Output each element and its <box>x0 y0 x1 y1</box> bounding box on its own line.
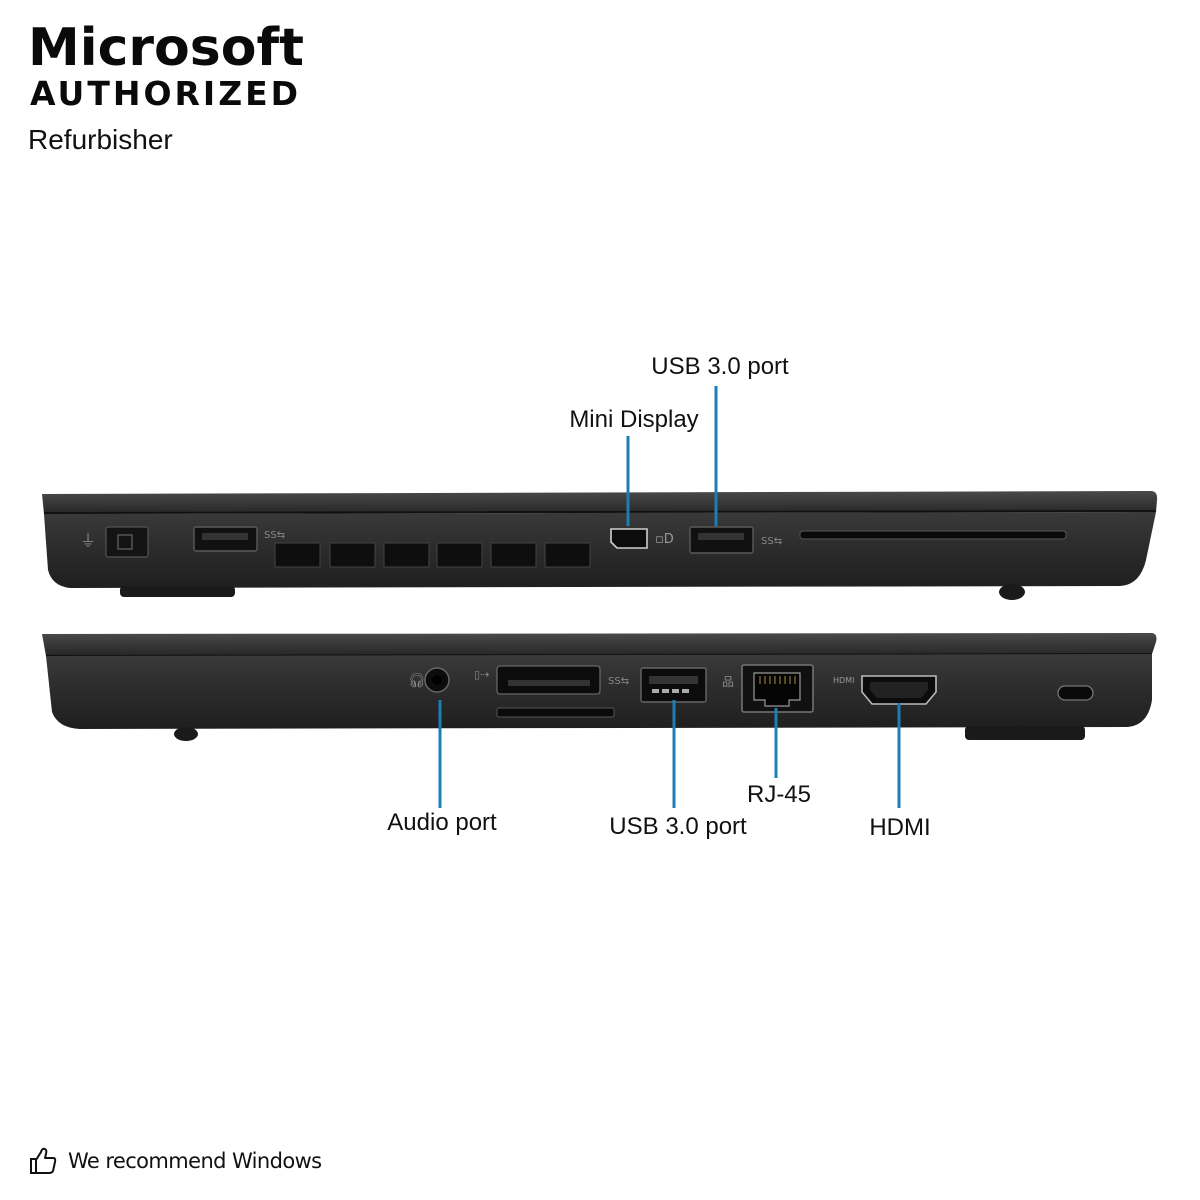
rj45-contacts <box>759 676 796 684</box>
superspeed-usb-icon: SS⇆ <box>761 536 782 547</box>
card-slot <box>799 530 1067 540</box>
foot <box>999 584 1025 600</box>
lid-top <box>42 633 1157 656</box>
card-slot <box>496 707 615 718</box>
hdmi-small-label: HDMI <box>833 676 854 685</box>
footer-recommendation: We recommend Windows <box>28 1146 322 1176</box>
security-lock-slot <box>1057 685 1094 701</box>
display-port-icon: ▫D <box>655 532 674 547</box>
callout-usb-top: USB 3.0 port <box>651 353 789 380</box>
network-icon: 品 <box>722 675 734 689</box>
mini-display-port <box>610 528 648 549</box>
usb-pins <box>652 689 689 693</box>
foot <box>965 726 1085 740</box>
callout-mini-display: Mini Display <box>569 406 699 433</box>
callout-hdmi: HDMI <box>869 814 931 841</box>
sd-card-icon: ▯⇢ <box>474 668 489 681</box>
foot <box>120 586 235 597</box>
badge-authorized: AUTHORIZED <box>30 74 302 113</box>
callout-rj45: RJ-45 <box>746 781 812 808</box>
power-symbol-icon: ⏚ <box>80 531 96 550</box>
callout-leader-lines <box>438 386 901 808</box>
lid-top <box>42 491 1158 514</box>
badge-subtitle: Refurbisher <box>28 124 173 155</box>
callout-usb-bottom: USB 3.0 port <box>609 813 747 840</box>
badge-brand: Microsoft <box>28 18 304 78</box>
foot <box>174 727 198 741</box>
thumbs-up-icon <box>30 1147 57 1174</box>
headset-icon: 🎧︎ <box>408 673 426 689</box>
power-jack <box>105 526 149 558</box>
footer-text: We recommend Windows <box>68 1149 322 1173</box>
usb-port <box>640 667 707 703</box>
superspeed-usb-icon: SS⇆ <box>608 676 629 687</box>
callout-audio: Audio port <box>387 809 497 836</box>
vent-grille <box>274 542 591 568</box>
laptop-right-side: 🎧︎ ▯⇢ SS⇆ 品 HDMI <box>42 633 1157 741</box>
authorized-refurbisher-badge: Microsoft AUTHORIZED Refurbisher <box>28 18 304 158</box>
superspeed-usb-icon: SS⇆ <box>264 530 285 541</box>
laptop-left-side: ⏚ SS⇆ ▫D SS⇆ <box>42 491 1158 600</box>
